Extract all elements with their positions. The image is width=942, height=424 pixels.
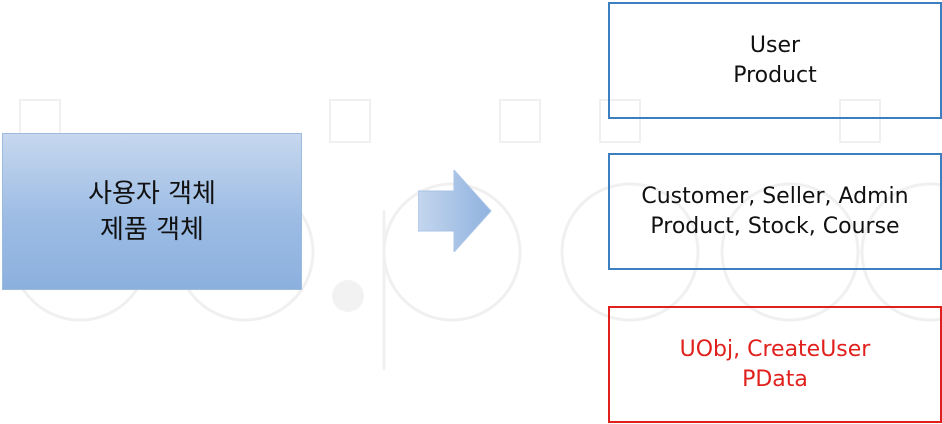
right-arrow-icon <box>418 170 492 252</box>
target-box-3-line-1: UObj, CreateUser <box>679 336 871 362</box>
source-objects-box: 사용자 객체 제품 객체 <box>2 133 302 290</box>
target-box-2-line-1: Customer, Seller, Admin <box>641 183 909 209</box>
target-box-detailed-names: Customer, Seller, Admin Product, Stock, … <box>608 153 942 270</box>
target-box-basic-names: User Product <box>608 2 942 119</box>
target-box-bad-names: UObj, CreateUser PData <box>608 306 942 423</box>
source-line-1: 사용자 객체 <box>88 178 216 209</box>
target-box-3-line-2: PData <box>742 366 808 392</box>
target-box-1-line-2: Product <box>733 62 817 88</box>
target-box-1-line-1: User <box>749 32 801 58</box>
source-line-2: 제품 객체 <box>100 214 204 245</box>
target-box-2-line-2: Product, Stock, Course <box>650 213 900 239</box>
